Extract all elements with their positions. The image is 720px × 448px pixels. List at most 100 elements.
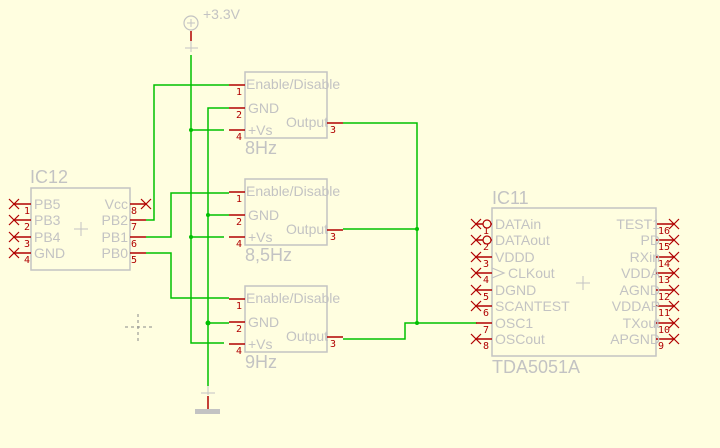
pin-number: 11 [658,308,670,319]
supply-label: +3.3V [203,6,241,22]
pin-number: 1 [236,87,242,98]
oscillator-body[interactable] [244,285,328,353]
oscillator-value: 8,5Hz [245,245,292,265]
pin-label: DGND [495,282,536,298]
junction [205,320,211,326]
pin-number: 4 [483,275,489,286]
pin-number: 13 [658,275,670,286]
pin-number: 1 [236,194,242,205]
pin-number: 12 [658,292,670,303]
pin-label: VDDAP [612,298,660,314]
pin-number: 8 [483,341,489,352]
wire-osc1[interactable] [343,322,477,340]
junction [189,128,193,132]
pin-number: 6 [483,308,489,319]
wire-output-bus[interactable] [343,122,418,323]
pin-label: GND [34,245,65,261]
pin-label-enable: Enable/Disable [246,290,340,306]
pin-label-output: Output [286,114,328,130]
wire-vcc[interactable] [190,55,224,344]
wire-gnd[interactable] [207,107,229,386]
ic11-body[interactable] [491,207,657,357]
clock-pin-icon [491,267,506,279]
pin-label: VDDA [621,265,661,281]
pin-label: PD [641,232,660,248]
no-connect-icon [470,267,482,279]
inverted-pin-icon [482,219,492,229]
junction [189,235,193,239]
no-connect-icon [8,247,20,259]
pin-number: 3 [330,339,336,350]
no-connect-icon [668,267,680,279]
pin-number: 1 [483,226,489,237]
pin-number: 4 [24,255,30,266]
pin-number: 1 [24,206,30,217]
pin-label: OSC1 [495,315,533,331]
pin-label: PB2 [102,212,129,228]
no-connect-icon [470,218,482,230]
pin-label: PB0 [102,245,129,261]
no-connect-icon [470,251,482,263]
pin-label: TXout [623,315,660,331]
pin-number: 4 [236,346,242,357]
pin-number: 8 [131,206,137,217]
pin-number: 2 [236,324,242,335]
pin-label: PB5 [34,196,61,212]
pin-number: 4 [236,239,242,250]
pin-label-vs: +Vs [248,229,273,245]
no-connect-icon [668,333,680,345]
oscillator-body[interactable] [244,71,328,139]
pin-label: VDDD [495,249,535,265]
pin-number: 6 [131,239,137,250]
no-connect-icon [8,198,20,210]
supply-3v3[interactable]: +3.3V [183,6,241,52]
pin-number: 2 [236,217,242,228]
pin-label: SCANTEST [495,298,570,314]
pin-number: 9 [658,341,664,352]
wire-pb2-enable-8hz[interactable] [146,84,229,221]
crosshair-cursor-icon [125,314,153,341]
pin-number: 15 [658,242,670,253]
pin-label-gnd: GND [248,100,279,116]
pin-label: PB4 [34,229,61,245]
pin-label: AGND [620,282,660,298]
pin-label-gnd: GND [248,207,279,223]
pin-label: Vcc [105,196,128,212]
oscillator-body[interactable] [244,178,328,246]
no-connect-icon [668,218,680,230]
pin-number: 7 [483,325,489,336]
ic12-body[interactable] [30,187,131,271]
ground-symbol[interactable] [195,386,220,414]
pin-label: OSCout [495,331,545,347]
no-connect-icon [668,234,680,246]
pin-number: 2 [236,110,242,121]
pin-number: 5 [483,292,489,303]
pin-label-enable: Enable/Disable [246,76,340,92]
pin-label-output: Output [286,328,328,344]
no-connect-icon [470,234,482,246]
pin-label-enable: Enable/Disable [246,183,340,199]
no-connect-icon [140,198,152,210]
no-connect-icon [668,251,680,263]
pin-label-vs: +Vs [248,336,273,352]
pin-number: 10 [658,325,670,336]
junction [206,213,210,217]
wire-pb0-enable-9hz[interactable] [146,252,229,299]
wire-pb1-enable-85hz[interactable] [146,192,229,238]
pin-number: 16 [658,226,670,237]
no-connect-icon [470,284,482,296]
pin-number: 5 [131,255,137,266]
pin-label-vs: +Vs [248,122,273,138]
pin-number: 2 [24,222,30,233]
junction [415,227,419,231]
oscillator-value: 8Hz [245,138,277,158]
pin-number: 3 [24,239,30,250]
pin-label: PB3 [34,212,61,228]
